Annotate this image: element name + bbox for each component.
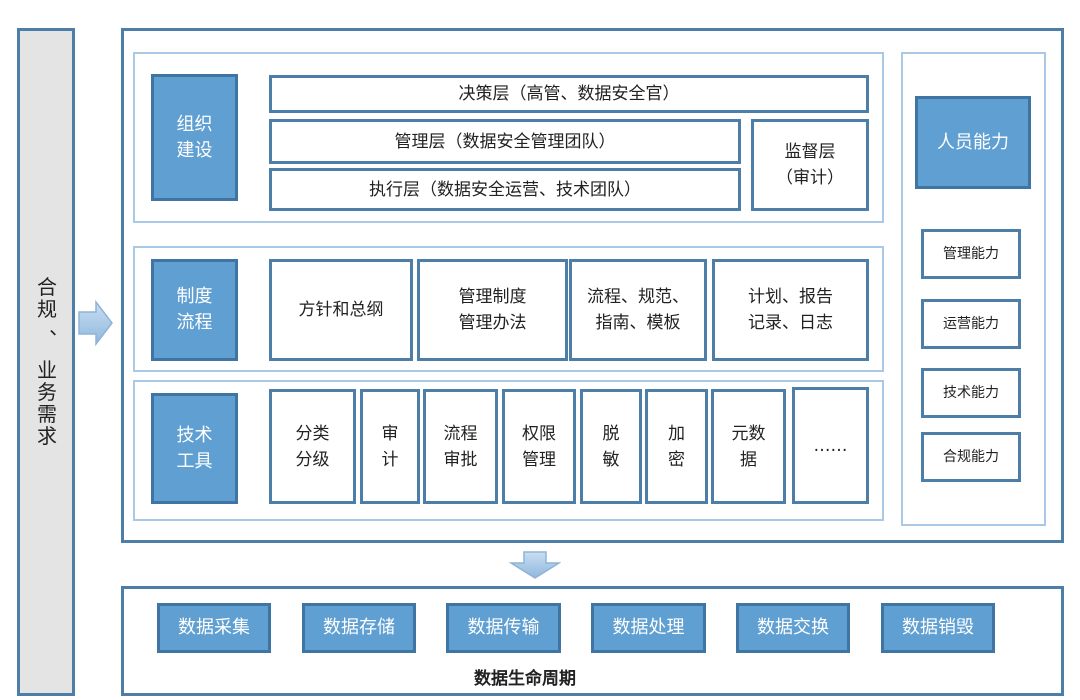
lifecycle-stage: 数据采集 <box>157 603 271 653</box>
policy-item: 方针和总纲 <box>269 259 413 361</box>
policy-item: 计划、报告 记录、日志 <box>712 259 869 361</box>
tech-title: 技术 工具 <box>151 393 238 504</box>
decision-layer: 决策层（高管、数据安全官） <box>269 75 869 113</box>
tech-item: 权限 管理 <box>502 389 576 504</box>
capability-item: 管理能力 <box>921 229 1021 279</box>
lifecycle-stage: 数据存储 <box>302 603 416 653</box>
execution-layer: 执行层（数据安全运营、技术团队） <box>269 168 741 211</box>
compliance-label: 合规 、 业务需求 <box>33 276 58 448</box>
policy-item: 流程、规范、 指南、模板 <box>569 259 707 361</box>
tech-item: 分类 分级 <box>269 389 356 504</box>
lifecycle-label: 数据生命周期 <box>474 669 576 689</box>
lifecycle-stage: 数据传输 <box>446 603 561 653</box>
capability-item: 运营能力 <box>921 299 1021 349</box>
policy-item: 管理制度 管理办法 <box>417 259 568 361</box>
tech-item: 加 密 <box>645 389 708 504</box>
org-title: 组织 建设 <box>151 74 238 201</box>
arrow-down-icon <box>509 551 561 579</box>
people-title: 人员能力 <box>915 96 1031 189</box>
policy-title: 制度 流程 <box>151 259 238 361</box>
lifecycle-stage: 数据销毁 <box>881 603 995 653</box>
tech-item: 流程 审批 <box>423 389 498 504</box>
supervision-layer: 监督层 （审计） <box>751 119 869 211</box>
capability-item: 合规能力 <box>921 432 1021 482</box>
tech-item-more: …… <box>792 387 869 504</box>
capability-item: 技术能力 <box>921 368 1021 418</box>
management-layer: 管理层（数据安全管理团队） <box>269 119 741 164</box>
lifecycle-stage: 数据交换 <box>736 603 850 653</box>
tech-item: 脱 敏 <box>580 389 642 504</box>
arrow-right-icon <box>78 300 113 346</box>
lifecycle-stage: 数据处理 <box>591 603 706 653</box>
compliance-business-requirements-bar: 合规 、 业务需求 <box>17 28 75 696</box>
tech-item: 元数 据 <box>711 389 786 504</box>
tech-item: 审 计 <box>360 389 420 504</box>
